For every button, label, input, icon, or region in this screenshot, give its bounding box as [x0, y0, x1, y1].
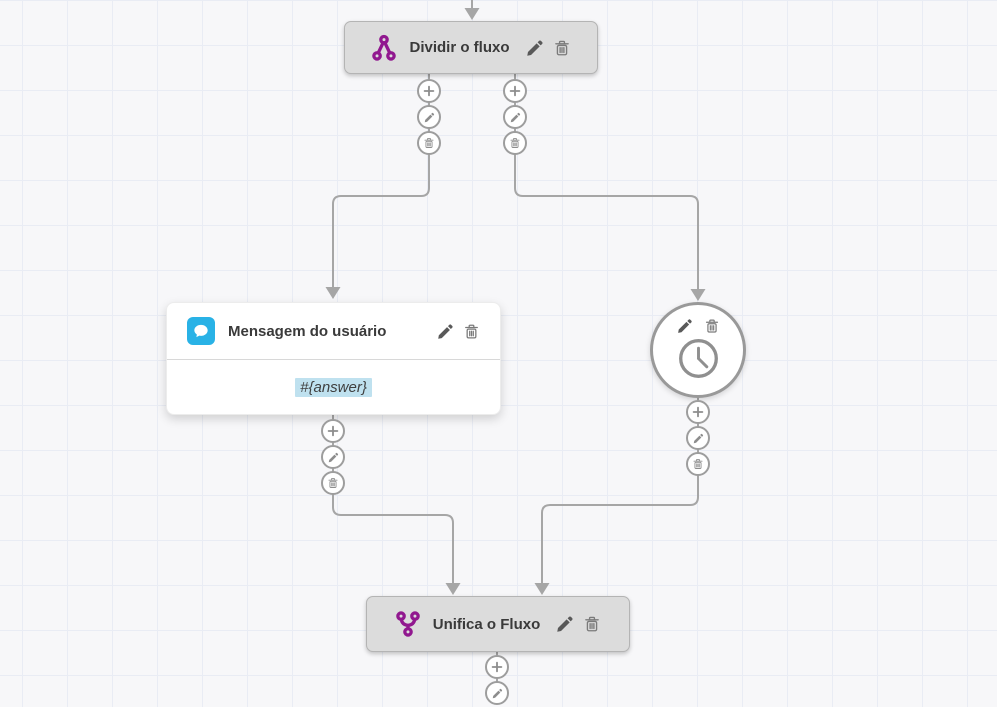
add-step-button[interactable]: [503, 79, 527, 103]
delete-connection-button[interactable]: [321, 471, 345, 495]
node-title: Dividir o fluxo: [409, 39, 510, 56]
delete-icon[interactable]: [704, 318, 720, 334]
plus-icon: [509, 85, 521, 97]
trash-icon: [327, 477, 339, 489]
variable-chip: #{answer}: [295, 378, 372, 397]
edit-connection-button[interactable]: [417, 105, 441, 129]
plus-icon: [692, 406, 704, 418]
delete-icon[interactable]: [463, 323, 480, 340]
clock-icon: [677, 337, 720, 380]
node-user-message[interactable]: Mensagem do usuário #{answer}: [166, 302, 501, 415]
arrowhead-icon: [445, 583, 461, 595]
edit-connection-button[interactable]: [321, 445, 345, 469]
split-flow-icon: [371, 34, 397, 62]
pencil-icon: [693, 433, 704, 444]
plus-icon: [327, 425, 339, 437]
delete-connection-button[interactable]: [686, 452, 710, 476]
trash-icon: [423, 137, 435, 149]
node-title: Mensagem do usuário: [228, 322, 387, 340]
chat-bubble-icon: [187, 317, 215, 345]
edit-connection-button[interactable]: [686, 426, 710, 450]
merge-flow-icon: [395, 610, 421, 638]
timer-output-actions: [686, 400, 710, 478]
pencil-icon: [424, 112, 435, 123]
edit-icon[interactable]: [437, 323, 454, 340]
node-body: #{answer}: [167, 360, 500, 415]
edit-connection-button[interactable]: [485, 681, 509, 705]
delete-connection-button[interactable]: [503, 131, 527, 155]
node-actions: [677, 318, 720, 334]
plus-icon: [491, 661, 503, 673]
pencil-icon: [492, 688, 503, 699]
edit-icon[interactable]: [526, 39, 544, 57]
plus-icon: [423, 85, 435, 97]
pencil-icon: [328, 452, 339, 463]
delete-connection-button[interactable]: [417, 131, 441, 155]
edit-icon[interactable]: [677, 318, 693, 334]
node-timer[interactable]: [650, 302, 746, 398]
node-header: Mensagem do usuário: [167, 303, 500, 360]
message-output-actions: [321, 419, 345, 497]
edit-connection-button[interactable]: [503, 105, 527, 129]
delete-icon[interactable]: [553, 39, 571, 57]
merge-output-actions: [485, 655, 509, 707]
arrowhead-icon: [690, 289, 706, 301]
trash-icon: [509, 137, 521, 149]
arrowhead-icon: [534, 583, 550, 595]
delete-icon[interactable]: [583, 615, 601, 633]
trash-icon: [692, 458, 704, 470]
pencil-icon: [510, 112, 521, 123]
add-step-button[interactable]: [485, 655, 509, 679]
edit-icon[interactable]: [556, 615, 574, 633]
branch-right-actions: [503, 79, 527, 157]
add-step-button[interactable]: [417, 79, 441, 103]
node-split-flow[interactable]: Dividir o fluxo: [344, 21, 598, 74]
arrowhead-icon: [325, 287, 341, 299]
node-title: Unifica o Fluxo: [432, 615, 541, 633]
node-merge-flow[interactable]: Unifica o Fluxo: [366, 596, 630, 652]
branch-left-actions: [417, 79, 441, 157]
add-step-button[interactable]: [686, 400, 710, 424]
add-step-button[interactable]: [321, 419, 345, 443]
arrowhead-icon: [464, 8, 480, 20]
